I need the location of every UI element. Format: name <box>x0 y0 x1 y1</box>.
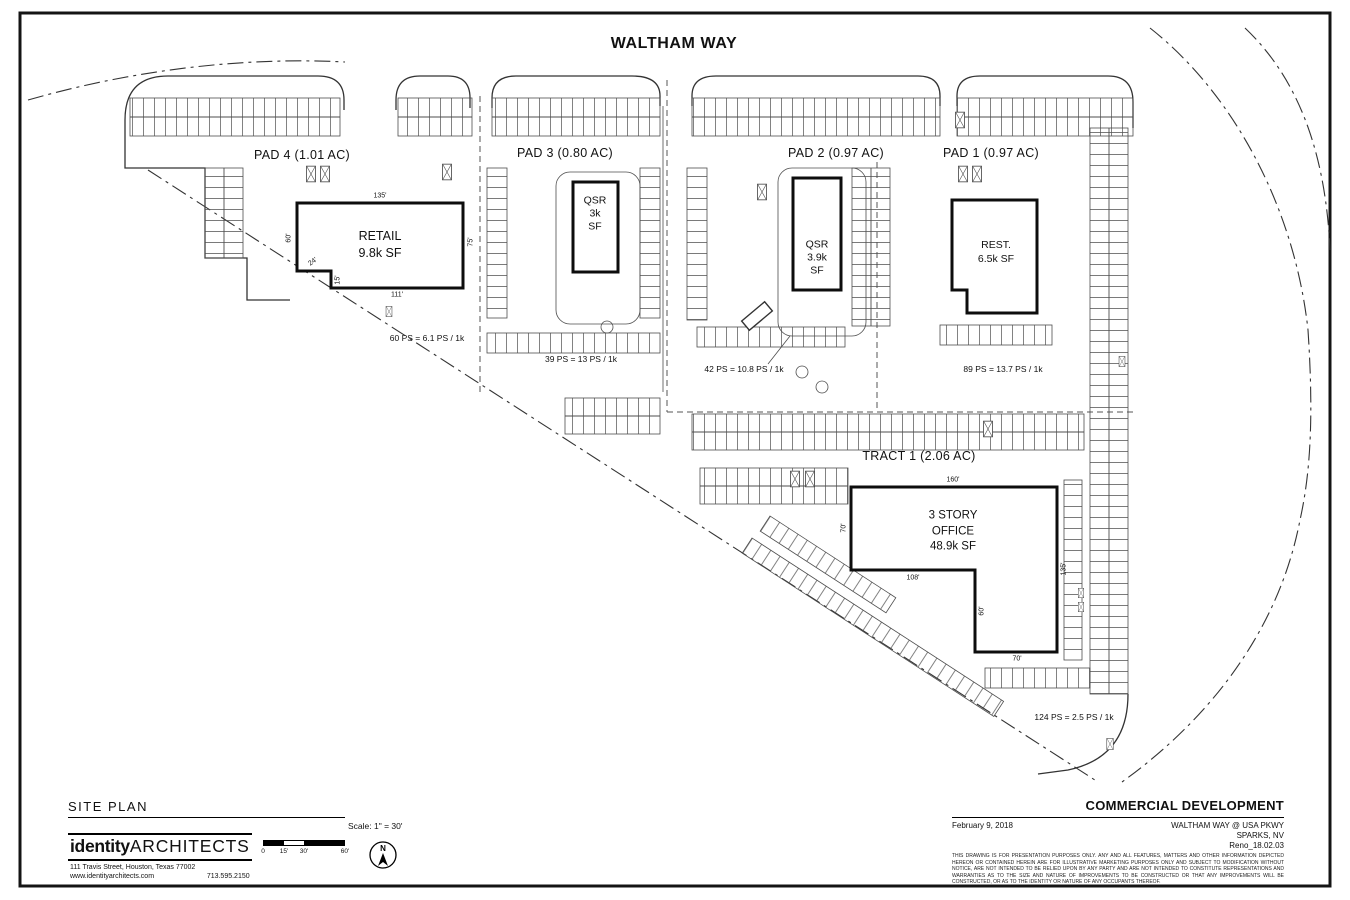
scale-tick-30: 30' <box>299 848 309 855</box>
project-number: Reno_18.02.03 <box>1229 841 1284 850</box>
pad-3-parking-stat: 39 PS = 13 PS / 1k <box>544 354 618 364</box>
building-restaurant-label: REST. 6.5k SF <box>978 238 1014 266</box>
project-info: WALTHAM WAY @ USA PKWY SPARKS, NV Reno_1… <box>952 821 1284 851</box>
scale-tick-15: 15' <box>279 848 289 855</box>
tract-1-label: TRACT 1 (2.06 AC) <box>862 449 976 463</box>
architect-address: 111 Travis Street, Houston, Texas 77002 <box>70 864 196 871</box>
drive-thru-lane-qsr-small <box>555 171 641 334</box>
street-label: WALTHAM WAY <box>610 35 738 52</box>
logo-bold-text: identity <box>70 836 130 856</box>
scale-bar <box>263 840 345 846</box>
left-title-rule <box>68 817 345 818</box>
scale-label: Scale: 1" = 30' <box>348 821 403 831</box>
architect-logo-wordmark: identityARCHITECTS <box>68 833 252 861</box>
building-retail-outline <box>295 201 465 290</box>
building-qsr-small-label: QSR 3k SF <box>584 194 607 233</box>
scale-bar-segment <box>264 841 284 845</box>
office-name-line1: 3 STORY <box>928 509 978 522</box>
retail-dim-left: 60' <box>285 233 293 243</box>
retail-size: 9.8k SF <box>358 246 402 260</box>
qsr-large-size: 3.9k <box>807 251 827 264</box>
north-needle <box>378 853 388 866</box>
office-dim-left: 70' <box>840 523 848 533</box>
building-restaurant-outline <box>950 198 1039 315</box>
pad-2-label: PAD 2 (0.97 AC) <box>788 146 884 160</box>
drawing-date: February 9, 2018 <box>952 821 1013 830</box>
scale-bar-segment <box>284 841 304 845</box>
pad-1-label: PAD 1 (0.97 AC) <box>943 146 1039 160</box>
north-arrow: N <box>369 841 397 869</box>
drive-thru-lane-qsr-large <box>740 167 867 394</box>
office-dim-mid: 108' <box>906 574 920 582</box>
scale-tick-0: 0 <box>261 848 265 855</box>
sheet-title: SITE PLAN <box>68 799 148 814</box>
office-dim-bottom: 70' <box>1012 655 1022 663</box>
property-boundary-lines <box>27 27 1331 783</box>
scale-bar-segment <box>304 841 344 845</box>
qsr-small-unit: SF <box>588 220 602 233</box>
pad-3-label: PAD 3 (0.80 AC) <box>517 146 613 160</box>
north-arrow-label: N <box>380 844 386 853</box>
qsr-small-name: QSR <box>583 194 607 207</box>
retail-dim-top: 135' <box>373 192 387 200</box>
building-qsr-large-outline <box>791 176 843 292</box>
pad-1-parking-stat: 89 PS = 13.7 PS / 1k <box>963 364 1043 374</box>
office-size: 48.9k SF <box>929 540 977 553</box>
building-qsr-large-label: QSR 3.9k SF <box>806 238 829 277</box>
architect-website: www.identityarchitects.com <box>70 873 155 880</box>
building-office-label: 3 STORY OFFICE 48.9k SF <box>929 509 978 556</box>
architect-phone: 713.595.2150 <box>206 873 250 880</box>
retail-dim-bottom: 111' <box>391 291 403 299</box>
project-location-line1: WALTHAM WAY @ USA PKWY <box>1171 821 1284 830</box>
architect-contact: www.identityarchitects.com 713.595.2150 <box>68 873 252 880</box>
scale-tick-60: 60' <box>340 848 350 855</box>
qsr-small-size: 3k <box>589 207 601 220</box>
pad-2-parking-stat: 42 PS = 10.8 PS / 1k <box>704 364 784 374</box>
retail-dim-right: 75' <box>467 237 475 247</box>
road-curbs <box>124 75 1134 775</box>
parking-rows <box>129 97 1134 718</box>
office-name-line2: OFFICE <box>931 525 975 538</box>
retail-name: RETAIL <box>358 229 402 244</box>
building-office-outline <box>849 485 1059 654</box>
project-title: COMMERCIAL DEVELOPMENT <box>1085 798 1284 813</box>
qsr-large-name: QSR <box>805 238 829 251</box>
office-dim-right: 135' <box>1060 562 1068 576</box>
restaurant-size: 6.5k SF <box>977 253 1015 265</box>
logo-light-text: ARCHITECTS <box>129 836 250 856</box>
retail-dim-notch-h: 15' <box>334 275 342 285</box>
office-dim-inner: 60' <box>978 606 986 616</box>
architect-logo: identityARCHITECTS 111 Travis Street, Ho… <box>68 833 252 880</box>
right-title-rule <box>952 817 1284 818</box>
pad-4-label: PAD 4 (1.01 AC) <box>254 148 350 162</box>
qsr-large-unit: SF <box>810 264 824 277</box>
building-qsr-small-outline <box>571 180 620 274</box>
building-retail-label: RETAIL 9.8k SF <box>358 228 401 262</box>
disclaimer-text: THIS DRAWING IS FOR PRESENTATION PURPOSE… <box>952 853 1284 885</box>
restaurant-name: REST. <box>981 238 1011 251</box>
tract-1-parking-stat: 124 PS = 2.5 PS / 1k <box>1034 712 1114 722</box>
pad-4-parking-stat: 60 PS = 6.1 PS / 1k <box>389 333 465 343</box>
project-location-line2: SPARKS, NV <box>1236 831 1284 840</box>
drawing-border <box>18 11 1332 888</box>
office-dim-top: 160' <box>946 476 960 484</box>
